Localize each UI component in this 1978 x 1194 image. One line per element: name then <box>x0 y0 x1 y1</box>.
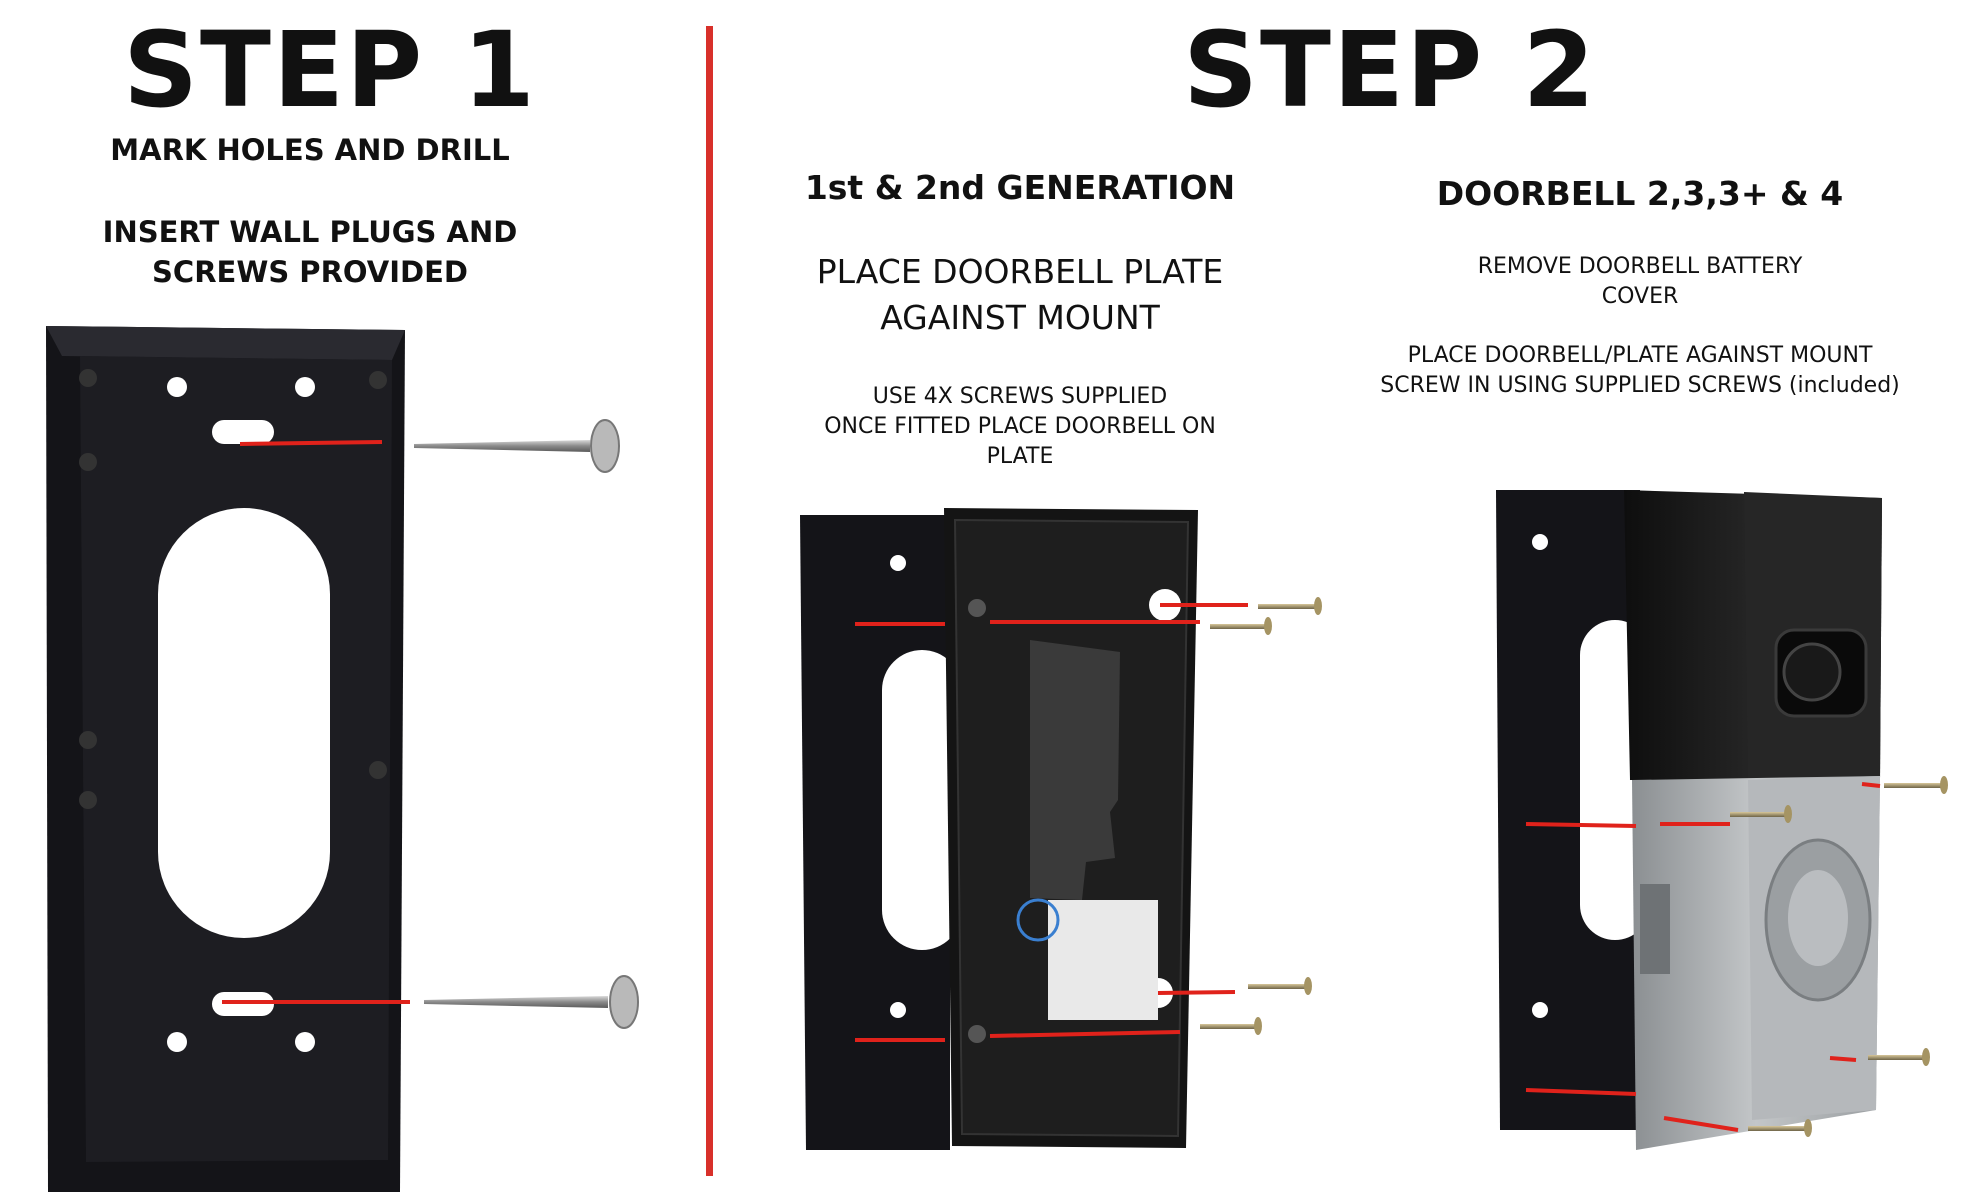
doorbell234-instruction-1a: REMOVE DOORBELL BATTERY <box>1477 254 1803 279</box>
gen12-instruction-2b: ONCE FITTED PLACE DOORBELL ON <box>824 414 1216 439</box>
step1-instruction-2b: SCREWS PROVIDED <box>152 255 468 289</box>
step2-title: STEP 2 <box>1183 9 1597 131</box>
doorbell-icon <box>1624 490 1882 1150</box>
doorbell234-instruction-2b: SCREW IN USING SUPPLIED SCREWS (included… <box>1380 373 1900 398</box>
section-divider <box>706 26 713 1176</box>
doorbell234-heading: DOORBELL 2,3,3+ & 4 <box>1436 174 1844 213</box>
gen12-instruction-1b: AGAINST MOUNT <box>880 298 1160 337</box>
wall-mount-icon <box>1496 490 1650 1130</box>
gen12-instruction-2a: USE 4X SCREWS SUPPLIED <box>872 384 1168 409</box>
screw-icon <box>414 419 620 473</box>
gen12-heading: 1st & 2nd GENERATION <box>804 168 1236 207</box>
doorbell234-instruction-2a: PLACE DOORBELL/PLATE AGAINST MOUNT <box>1407 343 1873 368</box>
gen12-instruction-2c: PLATE <box>986 444 1054 469</box>
step1-instruction-2a: INSERT WALL PLUGS AND <box>102 215 518 249</box>
screw-icon <box>1200 597 1322 1035</box>
screw-icon <box>424 975 639 1029</box>
gen12-instruction-1a: PLACE DOORBELL PLATE <box>816 252 1224 291</box>
step1-instruction-1: MARK HOLES AND DRILL <box>110 133 510 167</box>
wall-mount-icon <box>46 326 405 1192</box>
wall-mount-icon <box>800 515 962 1150</box>
screw-icon <box>1730 776 1948 1137</box>
doorbell234-instruction-1b: COVER <box>1601 284 1679 309</box>
doorbell-plate-icon <box>944 508 1198 1148</box>
step1-title: STEP 1 <box>123 9 537 131</box>
